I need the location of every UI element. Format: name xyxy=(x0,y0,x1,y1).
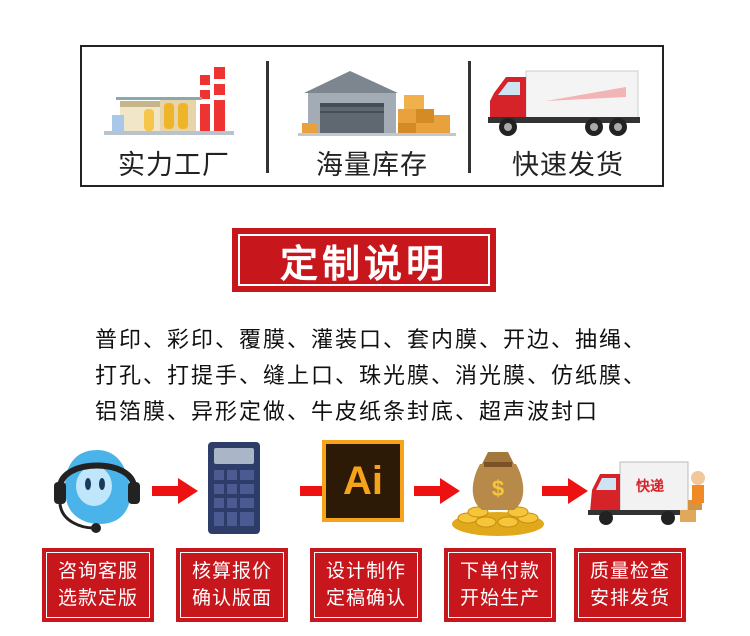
factory-icon xyxy=(104,67,234,135)
svg-text:$: $ xyxy=(492,476,504,501)
arrow-right-icon xyxy=(152,478,198,504)
step-box-frame: 设计制作 定稿确认 xyxy=(314,552,418,618)
step-box-frame: 质量检查 安排发货 xyxy=(578,552,682,618)
feature-divider xyxy=(468,61,471,173)
step-line: 设计制作 xyxy=(325,560,406,582)
step-box-frame: 下单付款 开始生产 xyxy=(448,552,552,618)
step-line: 安排发货 xyxy=(589,587,670,609)
step-line: 咨询客服 xyxy=(57,560,138,582)
feature-truck: 快速发货 xyxy=(476,57,660,181)
banner-frame: 定制说明 xyxy=(238,234,490,286)
step-box-consult: 咨询客服 选款定版 xyxy=(42,548,154,622)
description-line: 打孔、打提手、缝上口、珠光膜、消光膜、仿纸膜、 xyxy=(95,364,648,389)
step-line: 定稿确认 xyxy=(325,587,406,609)
feature-warehouse: 海量库存 xyxy=(280,57,464,181)
description-line: 铝箔膜、异形定做、牛皮纸条封底、超声波封口 xyxy=(95,400,600,425)
step-box-frame: 核算报价 确认版面 xyxy=(180,552,284,618)
step-box-quote: 核算报价 确认版面 xyxy=(176,548,288,622)
feature-label: 实力工厂 xyxy=(118,150,230,181)
step-line: 核算报价 xyxy=(191,560,272,582)
truck-icon xyxy=(488,70,640,136)
delivery-truck-icon: 快递 xyxy=(584,438,714,538)
arrow-right-icon xyxy=(414,478,460,504)
customer-service-icon xyxy=(54,450,140,533)
step-box-design: 设计制作 定稿确认 xyxy=(310,548,422,622)
features-panel: 实力工厂 海量库存 xyxy=(80,45,664,187)
warehouse-icon xyxy=(298,71,456,136)
description-line: 普印、彩印、覆膜、灌装口、套内膜、开边、抽绳、 xyxy=(95,328,648,353)
illustrator-icon-text: Ai xyxy=(343,458,383,503)
truck-text: 快递 xyxy=(636,479,664,495)
feature-label: 海量库存 xyxy=(316,150,428,181)
step-box-order: 下单付款 开始生产 xyxy=(444,548,556,622)
step-box-ship: 质量检查 安排发货 xyxy=(574,548,686,622)
step-line: 质量检查 xyxy=(589,560,670,582)
step-line: 确认版面 xyxy=(191,587,272,609)
money-bag-icon: $ xyxy=(452,452,544,536)
calculator-icon xyxy=(208,442,260,534)
arrow-right-icon xyxy=(542,478,588,504)
illustrator-icon: Ai xyxy=(322,440,404,522)
step-line: 开始生产 xyxy=(459,587,540,609)
feature-divider xyxy=(266,61,269,173)
banner-title: 定制说明 xyxy=(279,241,448,286)
step-line: 选款定版 xyxy=(57,587,138,609)
delivery-truck-art xyxy=(588,461,705,525)
feature-label: 快速发货 xyxy=(512,150,624,181)
step-box-frame: 咨询客服 选款定版 xyxy=(46,552,150,618)
customization-banner: 定制说明 xyxy=(232,228,496,292)
customization-description: 普印、彩印、覆膜、灌装口、套内膜、开边、抽绳、 打孔、打提手、缝上口、珠光膜、消… xyxy=(95,322,695,430)
feature-factory: 实力工厂 xyxy=(82,57,266,181)
step-line: 下单付款 xyxy=(459,560,540,582)
